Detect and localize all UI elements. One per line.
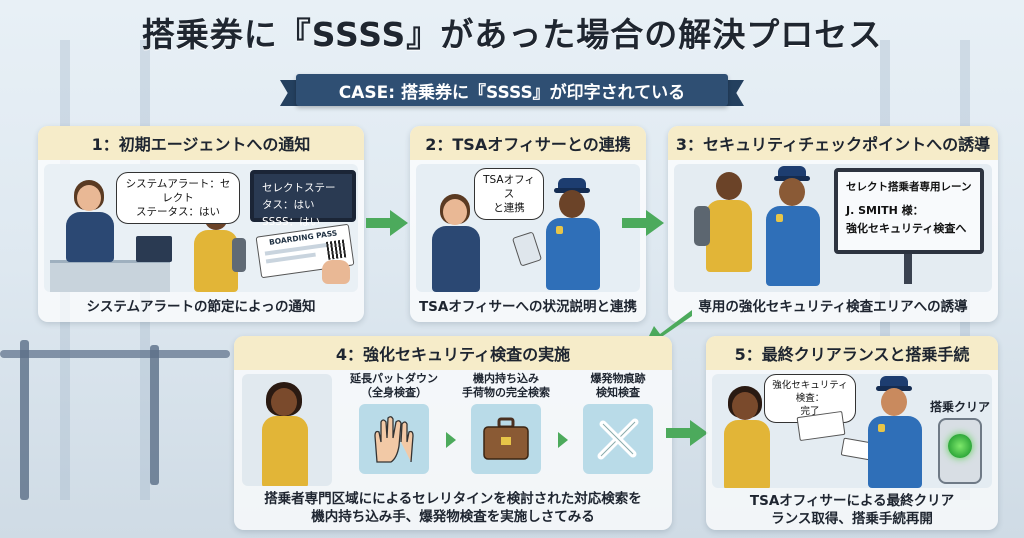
green-light-icon [948, 434, 972, 458]
step-1-panel: 1：初期エージェントへの通知 システムアラート：セレクト ステータス：はい セレ… [38, 126, 364, 322]
clearance-gate [938, 418, 982, 484]
step-4-caption: 搭乗者専門区域にによるセレリタインを検討された対応検索を 機内持ち込み手、爆発物… [264, 491, 642, 525]
pat-down-check: 延長パットダウン （全身検査） [344, 372, 444, 474]
flow-arrow-2 [622, 210, 664, 236]
swab-icon [597, 418, 639, 460]
step-5-panel: 5：最終クリアランスと搭乗手続 強化セキュリティ検査： 完了 搭乗クリア TSA… [706, 336, 998, 530]
step-4-panel: 4：強化セキュリティ検査の実施 延長パットダウン （全身検査） 機内持ち込み 手… [234, 336, 672, 530]
case-banner: CASE: 搭乗券に『SSSS』が印字されている [296, 74, 728, 106]
hands-icon [374, 416, 414, 463]
step-5-heading: 5：最終クリアランスと搭乗手続 [706, 336, 998, 370]
step-1-caption: システムアラートの節定によっの通知 [86, 299, 316, 315]
status-monitor: セレクトステータス：はい SSSS：はい [250, 170, 356, 228]
backpack-icon [232, 238, 246, 272]
coordination-bubble: TSAオフィス と連携 [474, 168, 544, 220]
step-5-caption: TSAオフィサーによる最終クリア ランス取得、搭乗手続再開 [749, 493, 955, 527]
suitcase-icon [483, 417, 529, 460]
step-1-heading: 1：初期エージェントへの通知 [38, 126, 364, 160]
explosive-trace-check: 爆発物痕跡 検知検査 [568, 372, 668, 474]
boarding-pass [796, 410, 846, 442]
queue-rope [0, 350, 230, 358]
system-alert-bubble: システムアラート：セレクト ステータス：はい [116, 172, 240, 224]
passenger-scene [242, 374, 332, 486]
monitor-stand [904, 254, 912, 284]
clear-label: 搭乗クリア [930, 400, 991, 414]
check-in-counter [50, 260, 170, 292]
tablet-icon [511, 231, 543, 267]
check-chevron [446, 432, 456, 448]
check-chevron [558, 432, 568, 448]
step-2-caption: TSAオフィサーへの状況説明と連携 [418, 299, 638, 315]
flow-arrow-4 [666, 420, 708, 446]
backpack-icon [694, 206, 710, 246]
pointing-hand-icon [322, 260, 350, 284]
step-3-caption: 専用の強化セキュリティ検査エリアへの誘導 [698, 299, 968, 315]
step-4-heading: 4：強化セキュリティ検査の実施 [234, 336, 672, 370]
step-2-panel: 2：TSAオフィサーとの連携 TSAオフィス と連携 TSAオフィサーへの状況説… [410, 126, 646, 322]
counter-monitor [136, 236, 172, 262]
step-2-heading: 2：TSAオフィサーとの連携 [410, 126, 646, 160]
flow-arrow-1 [366, 210, 408, 236]
carry-on-check: 機内持ち込み 手荷物の完全検索 [456, 372, 556, 474]
step-3-panel: 3：セキュリティチェックポイントへの誘導 セレクト搭乗者専用レーン J. SMI… [668, 126, 998, 322]
select-lane-monitor: セレクト搭乗者専用レーン J. SMITH 様： 強化セキュリティ検査へ [834, 168, 984, 254]
page-title: 搭乗券に『SSSS』があった場合の解決プロセス [141, 15, 883, 54]
step-3-heading: 3：セキュリティチェックポイントへの誘導 [668, 126, 998, 160]
